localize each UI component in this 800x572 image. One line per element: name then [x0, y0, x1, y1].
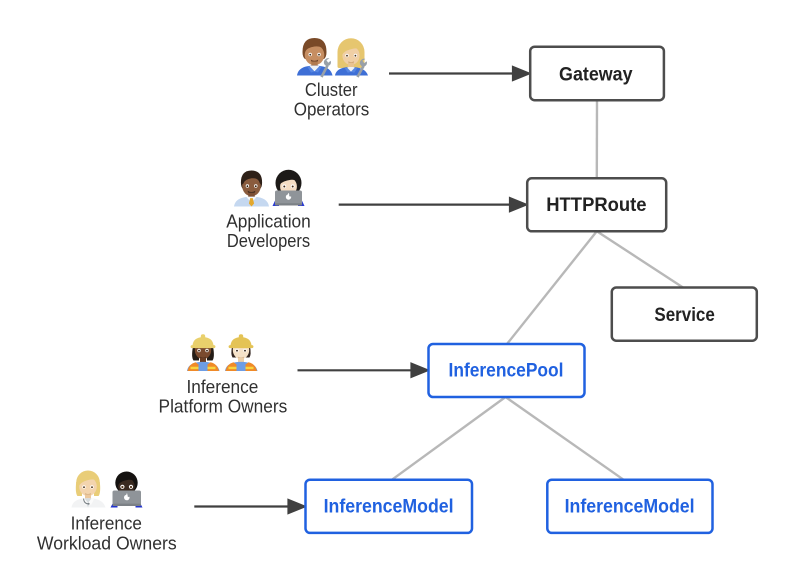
svg-text:Service: Service [654, 304, 715, 326]
svg-text:Application: Application [226, 212, 311, 232]
svg-text:Operators: Operators [294, 100, 370, 120]
svg-text:Gateway: Gateway [559, 64, 633, 86]
svg-text:Inference: Inference [71, 514, 142, 534]
svg-text:InferencePool: InferencePool [449, 360, 564, 382]
svg-text:Developers: Developers [227, 231, 310, 251]
svg-text:Platform Owners: Platform Owners [159, 397, 288, 417]
svg-text:Cluster: Cluster [305, 80, 358, 100]
svg-text:Inference: Inference [187, 377, 259, 397]
svg-text:InferenceModel: InferenceModel [324, 496, 454, 518]
svg-text:HTTPRoute: HTTPRoute [546, 194, 646, 216]
svg-text:Workload Owners: Workload Owners [37, 533, 177, 553]
svg-text:InferenceModel: InferenceModel [565, 496, 695, 518]
